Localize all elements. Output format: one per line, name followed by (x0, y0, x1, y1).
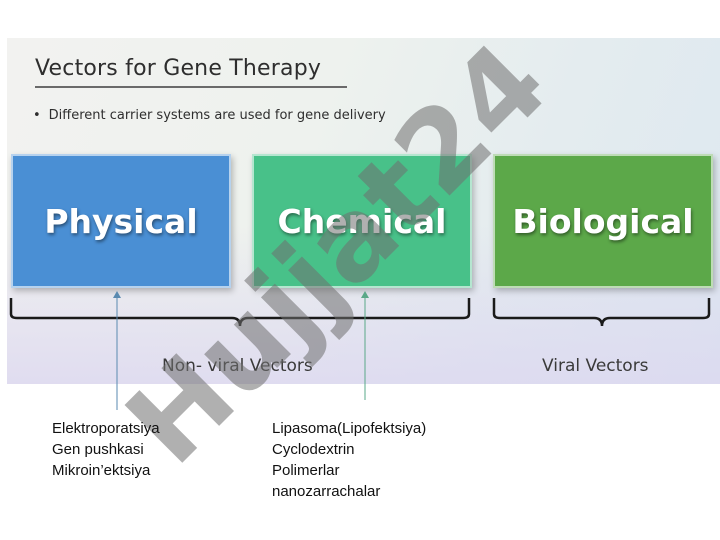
title-underline (35, 86, 347, 88)
chemical-method: nanozarrachalar (272, 483, 381, 500)
bullet-text: Different carrier systems are used for g… (48, 108, 386, 123)
physical-box: Physical (11, 154, 231, 288)
physical-arrow-head (113, 291, 121, 298)
chemical-method: Cyclodextrin (272, 441, 355, 458)
non-viral-label: Non- viral Vectors (162, 356, 313, 376)
viral-label: Viral Vectors (542, 356, 649, 376)
physical-method: Gen pushkasi (52, 441, 144, 458)
physical-label: Physical (44, 201, 198, 241)
slide-title: Vectors for Gene Therapy (35, 56, 322, 81)
physical-method: Mikroin’ektsiya (52, 462, 151, 479)
slide-image: Vectors for Gene Therapy • Different carr… (7, 38, 720, 384)
biological-label: Biological (512, 201, 694, 241)
chemical-label: Chemical (277, 201, 447, 241)
chemical-arrow-head (361, 291, 369, 298)
bullet-dot: • (33, 108, 41, 123)
physical-method: Elektroporatsiya (52, 420, 160, 437)
viral-bracket (492, 298, 711, 327)
physical-methods-list: Elektroporatsiya Gen pushkasi Mikroin’ek… (52, 418, 160, 481)
bullet-item: • Different carrier systems are used for … (33, 108, 386, 123)
chemical-method: Polimerlar (272, 462, 340, 479)
biological-box: Biological (493, 154, 713, 288)
chemical-methods-list: Lipasoma(Lipofektsiya) Cyclodextrin Poli… (272, 418, 426, 502)
chemical-box: Chemical (252, 154, 472, 288)
non-viral-bracket (9, 298, 471, 327)
chemical-method: Lipasoma(Lipofektsiya) (272, 420, 427, 437)
